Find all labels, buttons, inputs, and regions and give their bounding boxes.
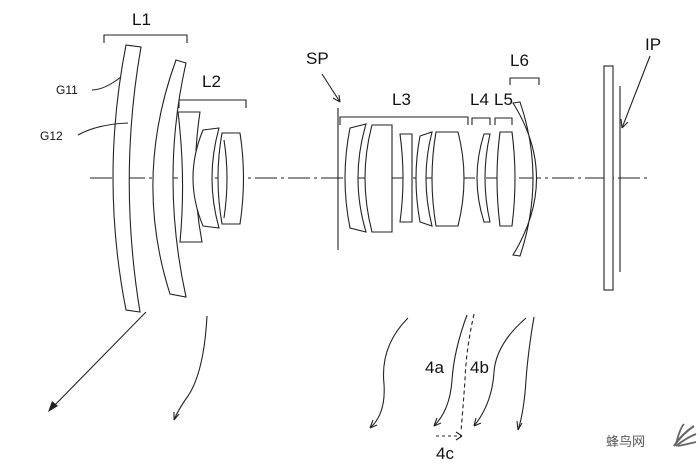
lens-L3-d [415,131,433,227]
lens-L2-b [192,127,220,229]
lens-group-L3 [344,123,465,233]
movement-arrows [48,311,535,441]
label-IP: IP [645,35,661,54]
lens-L3-e [431,131,465,227]
label-L5: L5 [494,90,513,109]
arrow-L6-movement [517,316,535,431]
arrow-L3-movement [369,317,409,429]
arrow-L5-movement [473,317,527,427]
lens-L3-c [399,133,413,223]
bracket-L6 [509,77,540,85]
lens-G11 [112,44,142,313]
arrow-L1-movement [49,311,147,411]
bracket-L3 [339,116,469,125]
lens-L2-c [217,132,245,225]
label-L6: L6 [510,51,529,70]
label-L4: L4 [470,90,489,109]
arrow-L2-movement [173,315,208,421]
label-SP: SP [306,49,329,68]
label-4a: 4a [425,358,444,377]
lens-G12 [152,59,187,298]
leader-G12 [77,122,129,136]
watermark-text: 蜂鸟网 [606,434,645,450]
lens-L2-a [177,111,203,243]
leader-SP [321,73,341,103]
leader-G11 [91,76,122,91]
hummingbird-feather-icon [673,423,697,447]
label-L1: L1 [132,10,151,29]
label-L2: L2 [202,72,221,91]
lens-group-L1 [112,44,187,313]
lens-group-L2 [177,111,245,243]
lens-group-L6 [512,101,538,257]
arrow-4b-movement [460,313,475,433]
lens-group-L4 [476,133,491,223]
watermark: 蜂鸟网 [606,423,697,450]
bracket-L1 [103,34,188,43]
bracket-L4 [471,117,491,125]
label-4b: 4b [470,358,489,377]
leader-IP [621,55,651,129]
cover-glass [603,65,614,291]
arrowhead-L1 [48,401,58,412]
lens-L3-a [344,123,367,233]
label-G11: G11 [56,83,78,97]
lens-L3-b [364,124,393,233]
label-G12: G12 [40,129,63,143]
label-4c: 4c [436,444,454,463]
bracket-L2 [178,99,247,108]
lens-group-L5 [496,131,516,227]
arrow-4a-movement [433,314,468,427]
label-L3: L3 [392,90,411,109]
bracket-L5 [494,117,513,125]
